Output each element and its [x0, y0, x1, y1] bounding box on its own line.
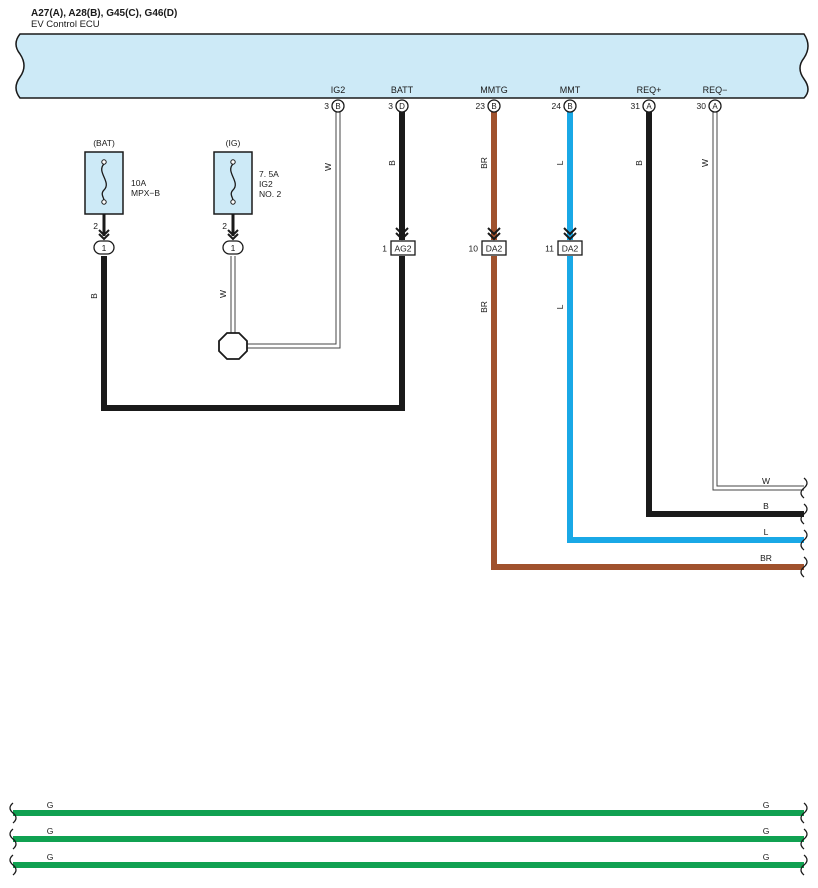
chevron-down-icon [563, 227, 577, 241]
pin-num-reqm: 30 [697, 101, 707, 111]
fuse-rating-bat: 10A [131, 178, 146, 188]
junction-num-bat: 1 [102, 243, 107, 253]
junction-point [218, 332, 248, 360]
fuse-source-ig: (IG) [226, 138, 241, 148]
connector-name-da2-11: DA2 [562, 244, 579, 254]
right-label-b: B [763, 501, 769, 511]
green-label-left-1: G [47, 800, 54, 810]
connector-name-da2-10: DA2 [486, 244, 503, 254]
pin-name-mmt: MMT [560, 85, 581, 95]
chevron-down-icon [98, 229, 110, 241]
connector-ag2 [390, 240, 416, 256]
connector-pin-ag2: 1 [382, 244, 387, 254]
pin-name-reqp: REQ+ [637, 85, 662, 95]
pin-conn-mmtg: B [491, 102, 496, 111]
junction-connector-bat [93, 240, 115, 255]
continuation-break-right [800, 477, 808, 578]
pin-num-mmtg: 23 [476, 101, 486, 111]
wire-label-bat-fuse: B [89, 293, 99, 299]
pin-conn-mmt: B [567, 102, 572, 111]
chevron-down-icon [227, 229, 239, 241]
pin-num-ig2: 3 [324, 101, 329, 111]
wire-bat-loop [101, 256, 405, 411]
wire-label-reqm: W [700, 159, 710, 167]
fuse-name-ig-line1: IG2 [259, 179, 273, 189]
pin-num-reqp: 31 [631, 101, 641, 111]
wire-label-mmtg: BR [479, 157, 489, 169]
connector-name-ag2: AG2 [394, 244, 411, 254]
pin-conn-reqp: A [646, 102, 652, 111]
ecu-terminals [331, 99, 722, 113]
wire-label-mmtg-lower: BR [479, 301, 489, 313]
continuation-break-right [800, 802, 808, 876]
pin-conn-ig2: B [335, 102, 340, 111]
wire-reqm [712, 112, 804, 491]
wire-reqp [646, 112, 804, 517]
green-label-right-2: G [763, 826, 770, 836]
fuse-pin-bat: 2 [93, 221, 98, 231]
fuse-source-bat: (BAT) [93, 138, 115, 148]
wire-label-mmt-lower: L [555, 304, 565, 309]
pin-name-reqm: REQ− [703, 85, 728, 95]
bottom-green-wires [13, 810, 804, 868]
junction-connector-ig [222, 240, 244, 255]
wire-label-batt: B [387, 160, 397, 166]
diagram-title: A27(A), A28(B), G45(C), G46(D) [31, 8, 177, 19]
junction-num-ig: 1 [231, 243, 236, 253]
connector-da2-10 [481, 240, 507, 256]
pin-conn-reqm: A [712, 102, 718, 111]
wire-label-ig-fuse: W [218, 290, 228, 298]
right-label-l: L [764, 527, 769, 537]
ecu-box [15, 33, 809, 99]
green-label-right-3: G [763, 852, 770, 862]
green-label-left-3: G [47, 852, 54, 862]
pin-num-batt: 3 [388, 101, 393, 111]
wire-label-mmt: L [555, 160, 565, 165]
fuse-pin-ig: 2 [222, 221, 227, 231]
wire-label-ig2: W [323, 163, 333, 171]
pin-num-mmt: 24 [552, 101, 562, 111]
chevron-down-icon [395, 227, 409, 241]
diagram-subtitle: EV Control ECU [31, 19, 100, 30]
pin-name-mmtg: MMTG [480, 85, 508, 95]
right-label-br: BR [760, 553, 772, 563]
chevron-down-icon [487, 227, 501, 241]
right-label-w: W [762, 476, 770, 486]
wire-ig2 [245, 112, 341, 349]
pin-name-batt: BATT [391, 85, 414, 95]
green-label-left-2: G [47, 826, 54, 836]
connector-pin-da2-10: 10 [469, 244, 479, 254]
continuation-break-left [9, 802, 17, 876]
fuse-name-ig-line2: NO. 2 [259, 189, 281, 199]
pin-name-ig2: IG2 [331, 85, 346, 95]
fuse-rating-ig: 7. 5A [259, 169, 279, 179]
connector-da2-11 [557, 240, 583, 256]
fuse-icon [230, 159, 236, 205]
fuse-name-bat: MPX−B [131, 188, 160, 198]
wire-label-reqp: B [634, 160, 644, 166]
connector-pin-da2-11: 11 [545, 244, 554, 254]
fuse-icon [101, 159, 107, 205]
green-label-right-1: G [763, 800, 770, 810]
pin-conn-batt: D [399, 102, 405, 111]
